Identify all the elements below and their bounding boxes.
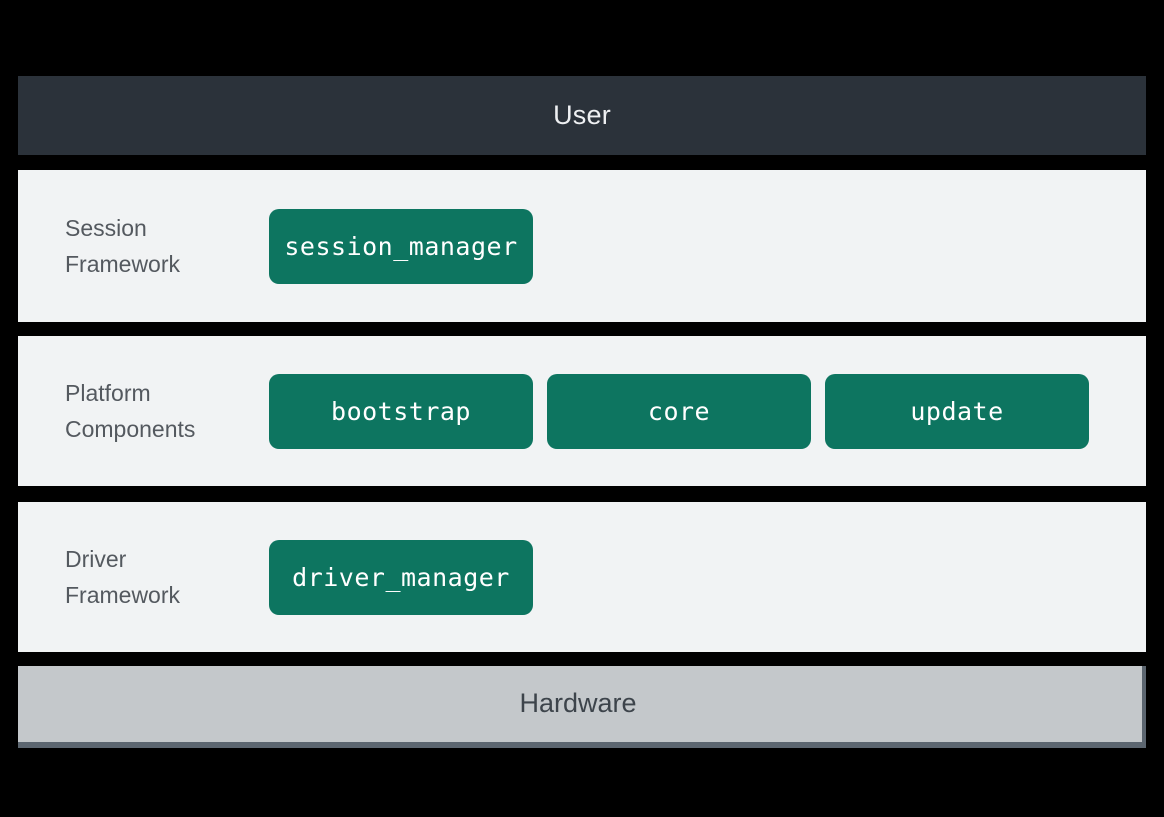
- layer-driver-framework: Driver Framework driver_manager: [18, 502, 1146, 652]
- layer-platform-components-label-line1: Platform: [65, 380, 151, 406]
- layer-session-framework: Session Framework session_manager: [18, 170, 1146, 322]
- component-bootstrap[interactable]: bootstrap: [269, 373, 533, 449]
- layer-platform-components: Platform Components bootstrap core updat…: [18, 336, 1146, 486]
- layer-user: User: [18, 76, 1146, 155]
- layer-session-framework-label-line1: Session: [65, 215, 147, 241]
- layer-hardware-label: Hardware: [519, 687, 637, 718]
- platform-components-list: bootstrap core update: [269, 373, 1146, 449]
- session-framework-components: session_manager: [269, 208, 1146, 284]
- layer-driver-framework-label: Driver Framework: [65, 541, 265, 613]
- layer-session-framework-label-line2: Framework: [65, 251, 181, 277]
- component-session-manager[interactable]: session_manager: [269, 208, 533, 284]
- layer-driver-framework-label-line2: Framework: [65, 582, 181, 608]
- component-update[interactable]: update: [825, 373, 1089, 449]
- layer-platform-components-label-line2: Components: [65, 416, 196, 442]
- layer-platform-components-label: Platform Components: [65, 375, 265, 447]
- driver-framework-components: driver_manager: [269, 539, 1146, 615]
- layer-user-label: User: [553, 100, 611, 130]
- layer-driver-framework-label-line1: Driver: [65, 546, 127, 572]
- component-core[interactable]: core: [547, 373, 811, 449]
- layer-hardware: Hardware: [18, 666, 1146, 748]
- layer-session-framework-label: Session Framework: [65, 210, 265, 282]
- component-driver-manager[interactable]: driver_manager: [269, 539, 533, 615]
